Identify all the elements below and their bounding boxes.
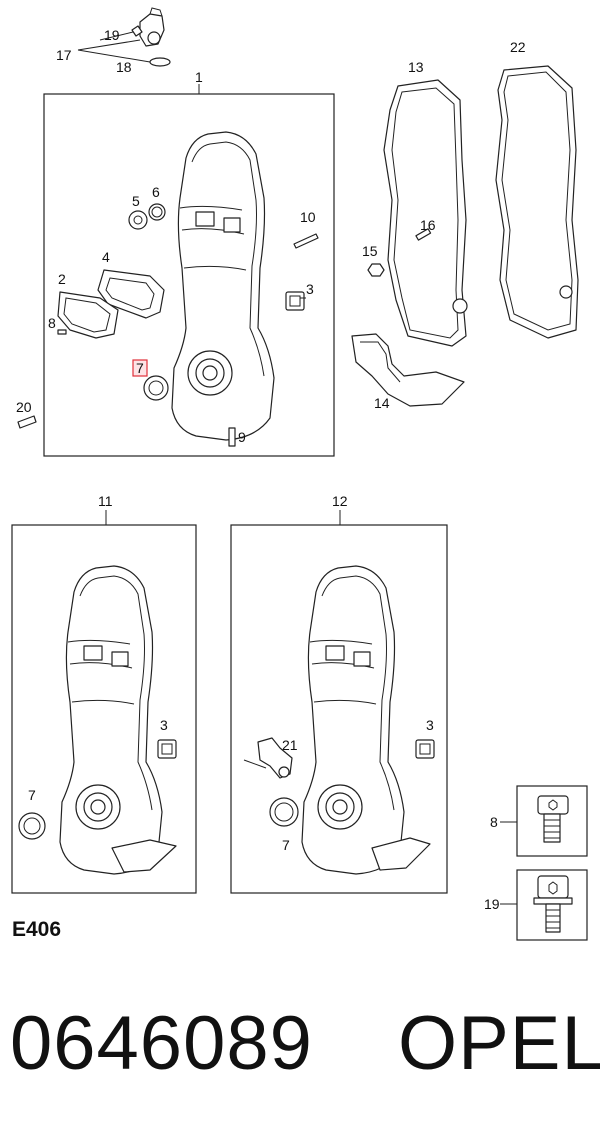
timing-cover-main xyxy=(171,131,275,441)
bolt-8 xyxy=(57,329,67,335)
callout-labels: 19 17 18 1 13 22 5 6 10 16 15 4 2 3 8 7 … xyxy=(16,27,526,912)
callout-17: 17 xyxy=(56,47,72,63)
callout-5: 5 xyxy=(132,193,140,209)
seal-ring-7-variant-12 xyxy=(269,797,299,827)
callout-1: 1 xyxy=(195,69,203,85)
callout-7-frame-12: 7 xyxy=(282,837,290,853)
callout-19: 19 xyxy=(104,27,120,43)
callout-10: 10 xyxy=(300,209,316,225)
detail-box-bolt-8 xyxy=(516,785,588,857)
callout-9: 9 xyxy=(238,429,246,445)
callout-3: 3 xyxy=(306,281,314,297)
callout-13: 13 xyxy=(408,59,424,75)
callout-18: 18 xyxy=(116,59,132,75)
callout-19-detail: 19 xyxy=(484,896,500,912)
callout-leaders-17-18-19 xyxy=(77,31,151,63)
oil-pan-gasket-14 xyxy=(351,333,465,407)
callout-7-highlight-box xyxy=(132,359,148,377)
detail-box-bolt-19 xyxy=(516,869,588,941)
callout-20: 20 xyxy=(16,399,32,415)
diagram-code: E406 xyxy=(12,918,62,941)
gasket-3-variant-12 xyxy=(415,739,435,759)
bolt-19-detail xyxy=(533,875,573,933)
gasket-4 xyxy=(97,269,165,319)
seal-ring-7 xyxy=(143,375,169,401)
seal-ring-7-variant-11 xyxy=(18,812,46,840)
gasket-3 xyxy=(285,291,305,311)
callout-8-detail: 8 xyxy=(490,814,498,830)
callout-7-frame-11: 7 xyxy=(28,787,36,803)
gasket-2 xyxy=(57,291,119,339)
timing-cover-variant-11 xyxy=(59,565,177,875)
callout-2: 2 xyxy=(58,271,66,287)
callout-14: 14 xyxy=(374,395,390,411)
part-number: 0646089 xyxy=(10,1001,313,1086)
callout-11: 11 xyxy=(98,493,113,509)
assembly-frame-12 xyxy=(230,524,448,894)
dowel-16 xyxy=(415,228,432,241)
nut-15 xyxy=(367,263,385,277)
timing-cover-variant-12 xyxy=(301,565,431,875)
callout-12: 12 xyxy=(332,493,348,509)
bolt-8-detail xyxy=(537,795,569,843)
seal-5 xyxy=(128,210,148,230)
stud-9 xyxy=(228,427,236,447)
bolt-20 xyxy=(17,415,37,429)
callout-8: 8 xyxy=(48,315,56,331)
thermostat-outlet-assembly xyxy=(131,7,171,67)
brand-name: OPEL xyxy=(398,1001,600,1086)
o-ring-6 xyxy=(148,203,166,221)
callout-4: 4 xyxy=(102,249,110,265)
assembly-frame-11 xyxy=(11,524,197,894)
sensor-21 xyxy=(243,737,293,779)
gasket-3-variant-11 xyxy=(157,739,177,759)
callout-7-highlighted: 7 xyxy=(136,360,144,376)
assembly-frame-1 xyxy=(43,93,335,457)
gasket-22 xyxy=(495,65,579,339)
callout-21: 21 xyxy=(282,737,298,753)
callout-6: 6 xyxy=(152,184,160,200)
callout-16: 16 xyxy=(420,217,436,233)
bolt-10 xyxy=(293,233,319,249)
callout-15: 15 xyxy=(362,243,378,259)
callout-tick-lines xyxy=(300,297,517,905)
callout-3-frame-12: 3 xyxy=(426,717,434,733)
gasket-13 xyxy=(383,79,468,347)
callout-22: 22 xyxy=(510,39,526,55)
callout-3-frame-11: 3 xyxy=(160,717,168,733)
